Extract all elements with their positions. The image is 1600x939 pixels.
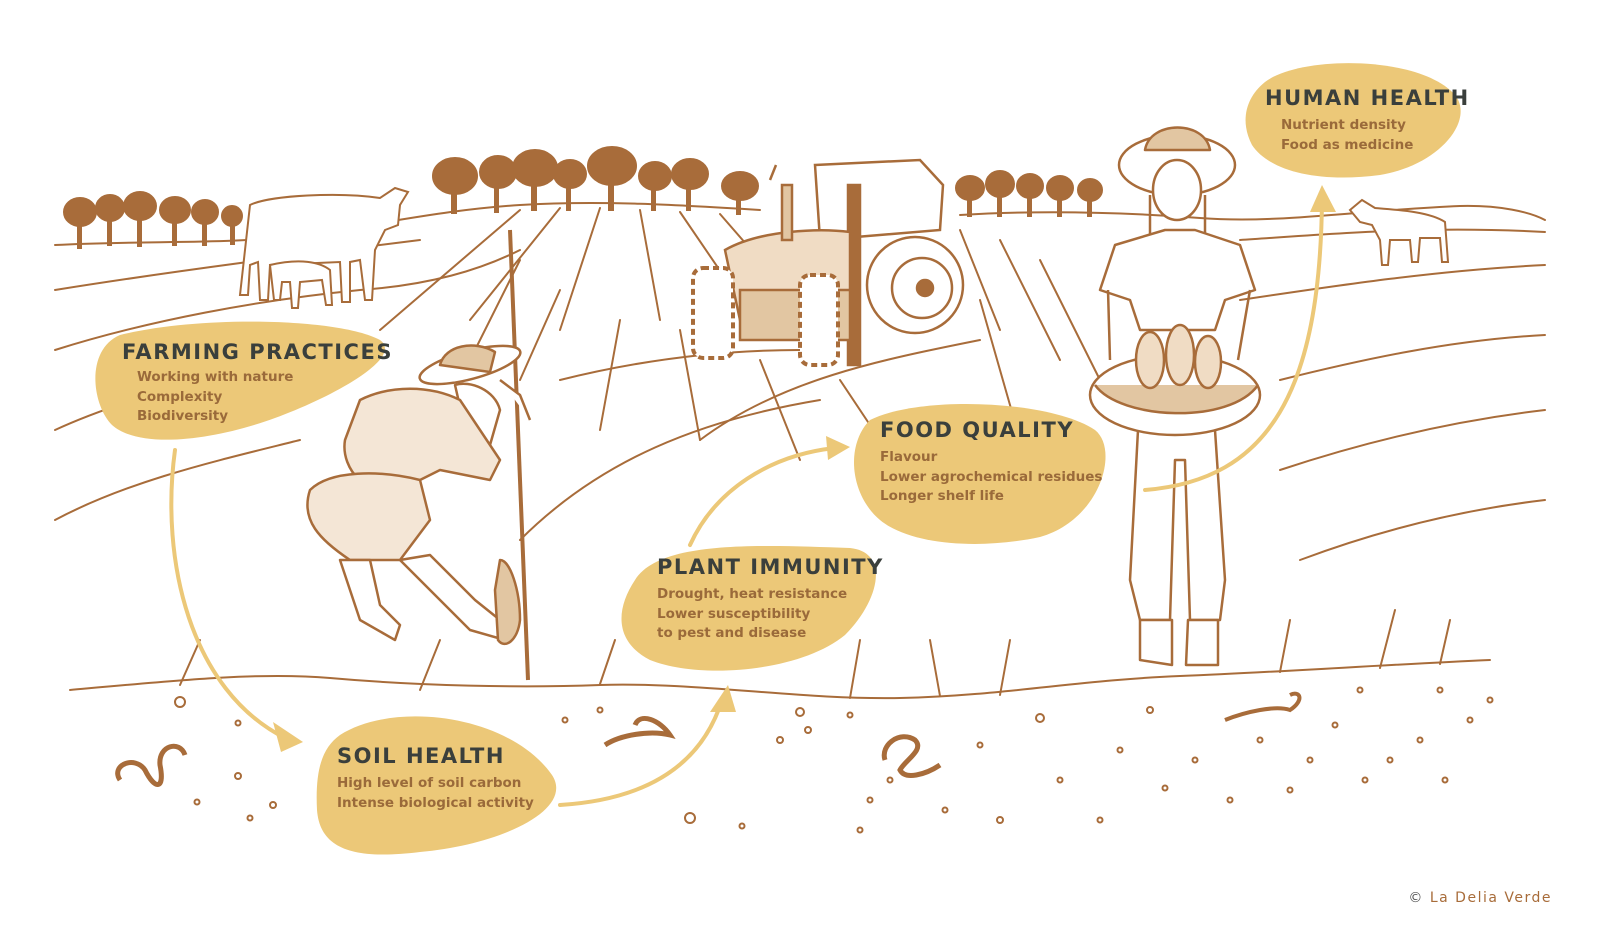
stage-farming-practices: FARMING PRACTICES Working with nature Co… bbox=[122, 340, 393, 427]
copyright-credit: © La Delia Verde bbox=[1408, 890, 1552, 906]
stage-item: Flavour bbox=[880, 449, 938, 465]
blob-plant-immunity bbox=[621, 546, 876, 671]
stage-item: to pest and disease bbox=[657, 625, 807, 641]
arrowhead-soil bbox=[273, 722, 303, 752]
blobs bbox=[95, 63, 1461, 855]
soil-life bbox=[115, 686, 1494, 834]
stage-item: Lower susceptibility bbox=[657, 605, 811, 622]
arrow-plant-to-food bbox=[688, 446, 837, 547]
stage-item: Intense biological activity bbox=[337, 794, 534, 811]
arrowhead-human bbox=[1310, 185, 1336, 212]
arrowheads bbox=[273, 185, 1336, 752]
stage-title: SOIL HEALTH bbox=[337, 744, 505, 768]
credit-name: La Delia Verde bbox=[1429, 890, 1552, 906]
hills bbox=[54, 201, 1546, 700]
arrowhead-food bbox=[826, 436, 850, 460]
stage-item: High level of soil carbon bbox=[337, 775, 522, 791]
farmer-standing bbox=[1088, 126, 1262, 667]
blob-soil-health bbox=[316, 716, 557, 855]
stage-item: Working with nature bbox=[137, 369, 294, 385]
stage-item: Nutrient density bbox=[1281, 117, 1406, 133]
blob-food-quality bbox=[853, 403, 1106, 544]
stage-food-quality: FOOD QUALITY Flavour Lower agrochemical … bbox=[880, 418, 1102, 507]
worm-1 bbox=[115, 743, 188, 787]
arrow-farming-to-soil bbox=[169, 448, 287, 740]
stage-item: Biodiversity bbox=[137, 408, 229, 424]
stage-human-health: HUMAN HEALTH Nutrient density Food as me… bbox=[1265, 86, 1470, 155]
stage-plant-immunity: PLANT IMMUNITY Drought, heat resistance … bbox=[657, 555, 884, 644]
worm-2 bbox=[603, 716, 676, 748]
stage-title: PLANT IMMUNITY bbox=[657, 555, 884, 579]
arrowhead-plant bbox=[710, 685, 736, 712]
stage-title: FARMING PRACTICES bbox=[122, 340, 393, 364]
stage-item: Complexity bbox=[137, 388, 223, 405]
tree-line-center bbox=[432, 146, 759, 215]
blob-human-health bbox=[1245, 63, 1461, 178]
stage-item: Lower agrochemical residues bbox=[880, 468, 1103, 485]
cow-left bbox=[238, 186, 410, 309]
farmer-kneeling bbox=[306, 229, 532, 681]
stage-title: FOOD QUALITY bbox=[880, 418, 1075, 442]
worm-4 bbox=[1224, 691, 1302, 722]
tractor bbox=[691, 158, 965, 367]
blob-farming-practices bbox=[95, 321, 385, 440]
cow-right bbox=[1348, 198, 1450, 266]
worm-3 bbox=[881, 734, 942, 778]
stage-item: Drought, heat resistance bbox=[657, 586, 848, 602]
stage-soil-health: SOIL HEALTH High level of soil carbon In… bbox=[337, 744, 534, 813]
arrow-food-to-human bbox=[1143, 198, 1324, 492]
stage-title: HUMAN HEALTH bbox=[1265, 86, 1470, 110]
arrow-soil-to-plant bbox=[558, 698, 724, 807]
stage-item: Longer shelf life bbox=[880, 488, 1004, 504]
copyright-icon: © bbox=[1408, 890, 1424, 906]
flow-arrows bbox=[169, 198, 1324, 807]
tree-line-right bbox=[955, 170, 1103, 217]
stage-item: Food as medicine bbox=[1281, 136, 1414, 153]
tree-line-left bbox=[63, 191, 243, 249]
